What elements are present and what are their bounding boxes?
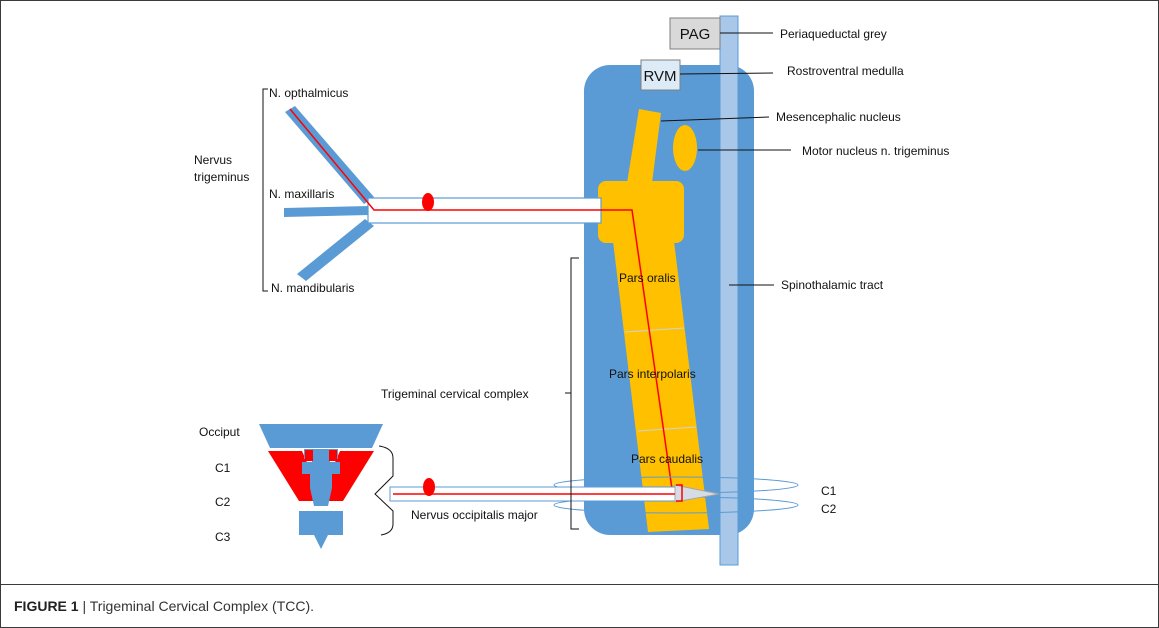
principal-sensory-nucleus-shape (598, 181, 684, 243)
tcc-label: Trigeminal cervical complex (381, 387, 529, 401)
pag-label: PAG (680, 26, 711, 43)
figure-number: FIGURE 1 (14, 598, 79, 614)
maxillary-branch-shape (284, 206, 369, 217)
figure-caption: FIGURE 1 | Trigeminal Cervical Complex (… (14, 598, 314, 614)
pars-caudalis-label: Pars caudalis (631, 452, 703, 466)
right-muscle (318, 451, 374, 501)
mandibular-branch-shape (297, 219, 374, 281)
synapse-terminal (676, 484, 683, 502)
c2-spine-label: C2 (215, 495, 231, 509)
rvm-box (640, 59, 681, 91)
nervus-trigeminus-label-line2: trigeminus (194, 170, 249, 184)
c3-vertebra-body (299, 511, 343, 535)
c1-vertebra-neck (312, 456, 330, 464)
occipital-ganglion-dot (423, 478, 435, 496)
cervical-bracket (374, 445, 394, 536)
left-muscle-insert (305, 450, 313, 461)
c1-ring-label: C1 (821, 484, 837, 498)
spinothalamic-tract-label: Spinothalamic tract (781, 278, 884, 292)
c2-ring-label: C2 (821, 502, 837, 516)
n-maxillaris-label: N. maxillaris (269, 187, 334, 201)
right-muscle-insert (329, 450, 337, 461)
mesencephalic-leader-line (660, 116, 770, 122)
tcc-diagram: PAG RVM (194, 15, 949, 566)
pars-oralis-label: Pars oralis (619, 271, 676, 285)
periaqueductal-grey-label: Periaqueductal grey (780, 27, 887, 41)
nervus-occipitalis-major-label: Nervus occipitalis major (411, 508, 538, 522)
c1-spine-label: C1 (215, 461, 231, 475)
n-mandibularis-label: N. mandibularis (271, 281, 354, 295)
left-muscle (268, 451, 324, 501)
spinothalamic-tract-column (719, 15, 739, 566)
c1-vertebra-top (304, 449, 338, 459)
c2-vertebra-lower (310, 488, 332, 506)
c3-vertebra-tip (314, 535, 328, 549)
occiput-bone (259, 424, 383, 448)
tcc-bracket (565, 257, 579, 530)
occiput-label: Occiput (199, 425, 240, 439)
spinal-trigeminal-nucleus-shape (613, 241, 709, 532)
nervus-trigeminus-bracket (262, 88, 268, 292)
rvm-leader-line (679, 72, 774, 75)
trigeminal-ganglion-dot (422, 193, 434, 211)
c1-vertebra-body (302, 462, 340, 474)
oralis-interpolaris-divider (624, 327, 685, 333)
rvm-label: RVM (643, 68, 676, 85)
mesencephalic-nucleus-shape (627, 109, 661, 183)
motor-nucleus-shape (673, 125, 697, 171)
pars-interpolaris-label: Pars interpolaris (609, 367, 696, 381)
caption-divider (1, 584, 1158, 585)
caption-text: Trigeminal Cervical Complex (TCC). (89, 598, 315, 614)
caption-separator: | (82, 598, 87, 614)
interpolaris-caudalis-divider (637, 426, 697, 432)
c3-spine-label: C3 (215, 530, 231, 544)
mesencephalic-nucleus-label: Mesencephalic nucleus (776, 110, 901, 124)
trigeminal-pathway-line (289, 108, 673, 490)
nervus-trigeminus-label-line1: Nervus (194, 153, 232, 167)
rostroventral-medulla-label: Rostroventral medulla (787, 64, 904, 78)
c2-vertebra-upper (310, 474, 332, 488)
motor-nucleus-label: Motor nucleus n. trigeminus (802, 144, 949, 158)
n-opthalmicus-label: N. opthalmicus (269, 86, 348, 100)
